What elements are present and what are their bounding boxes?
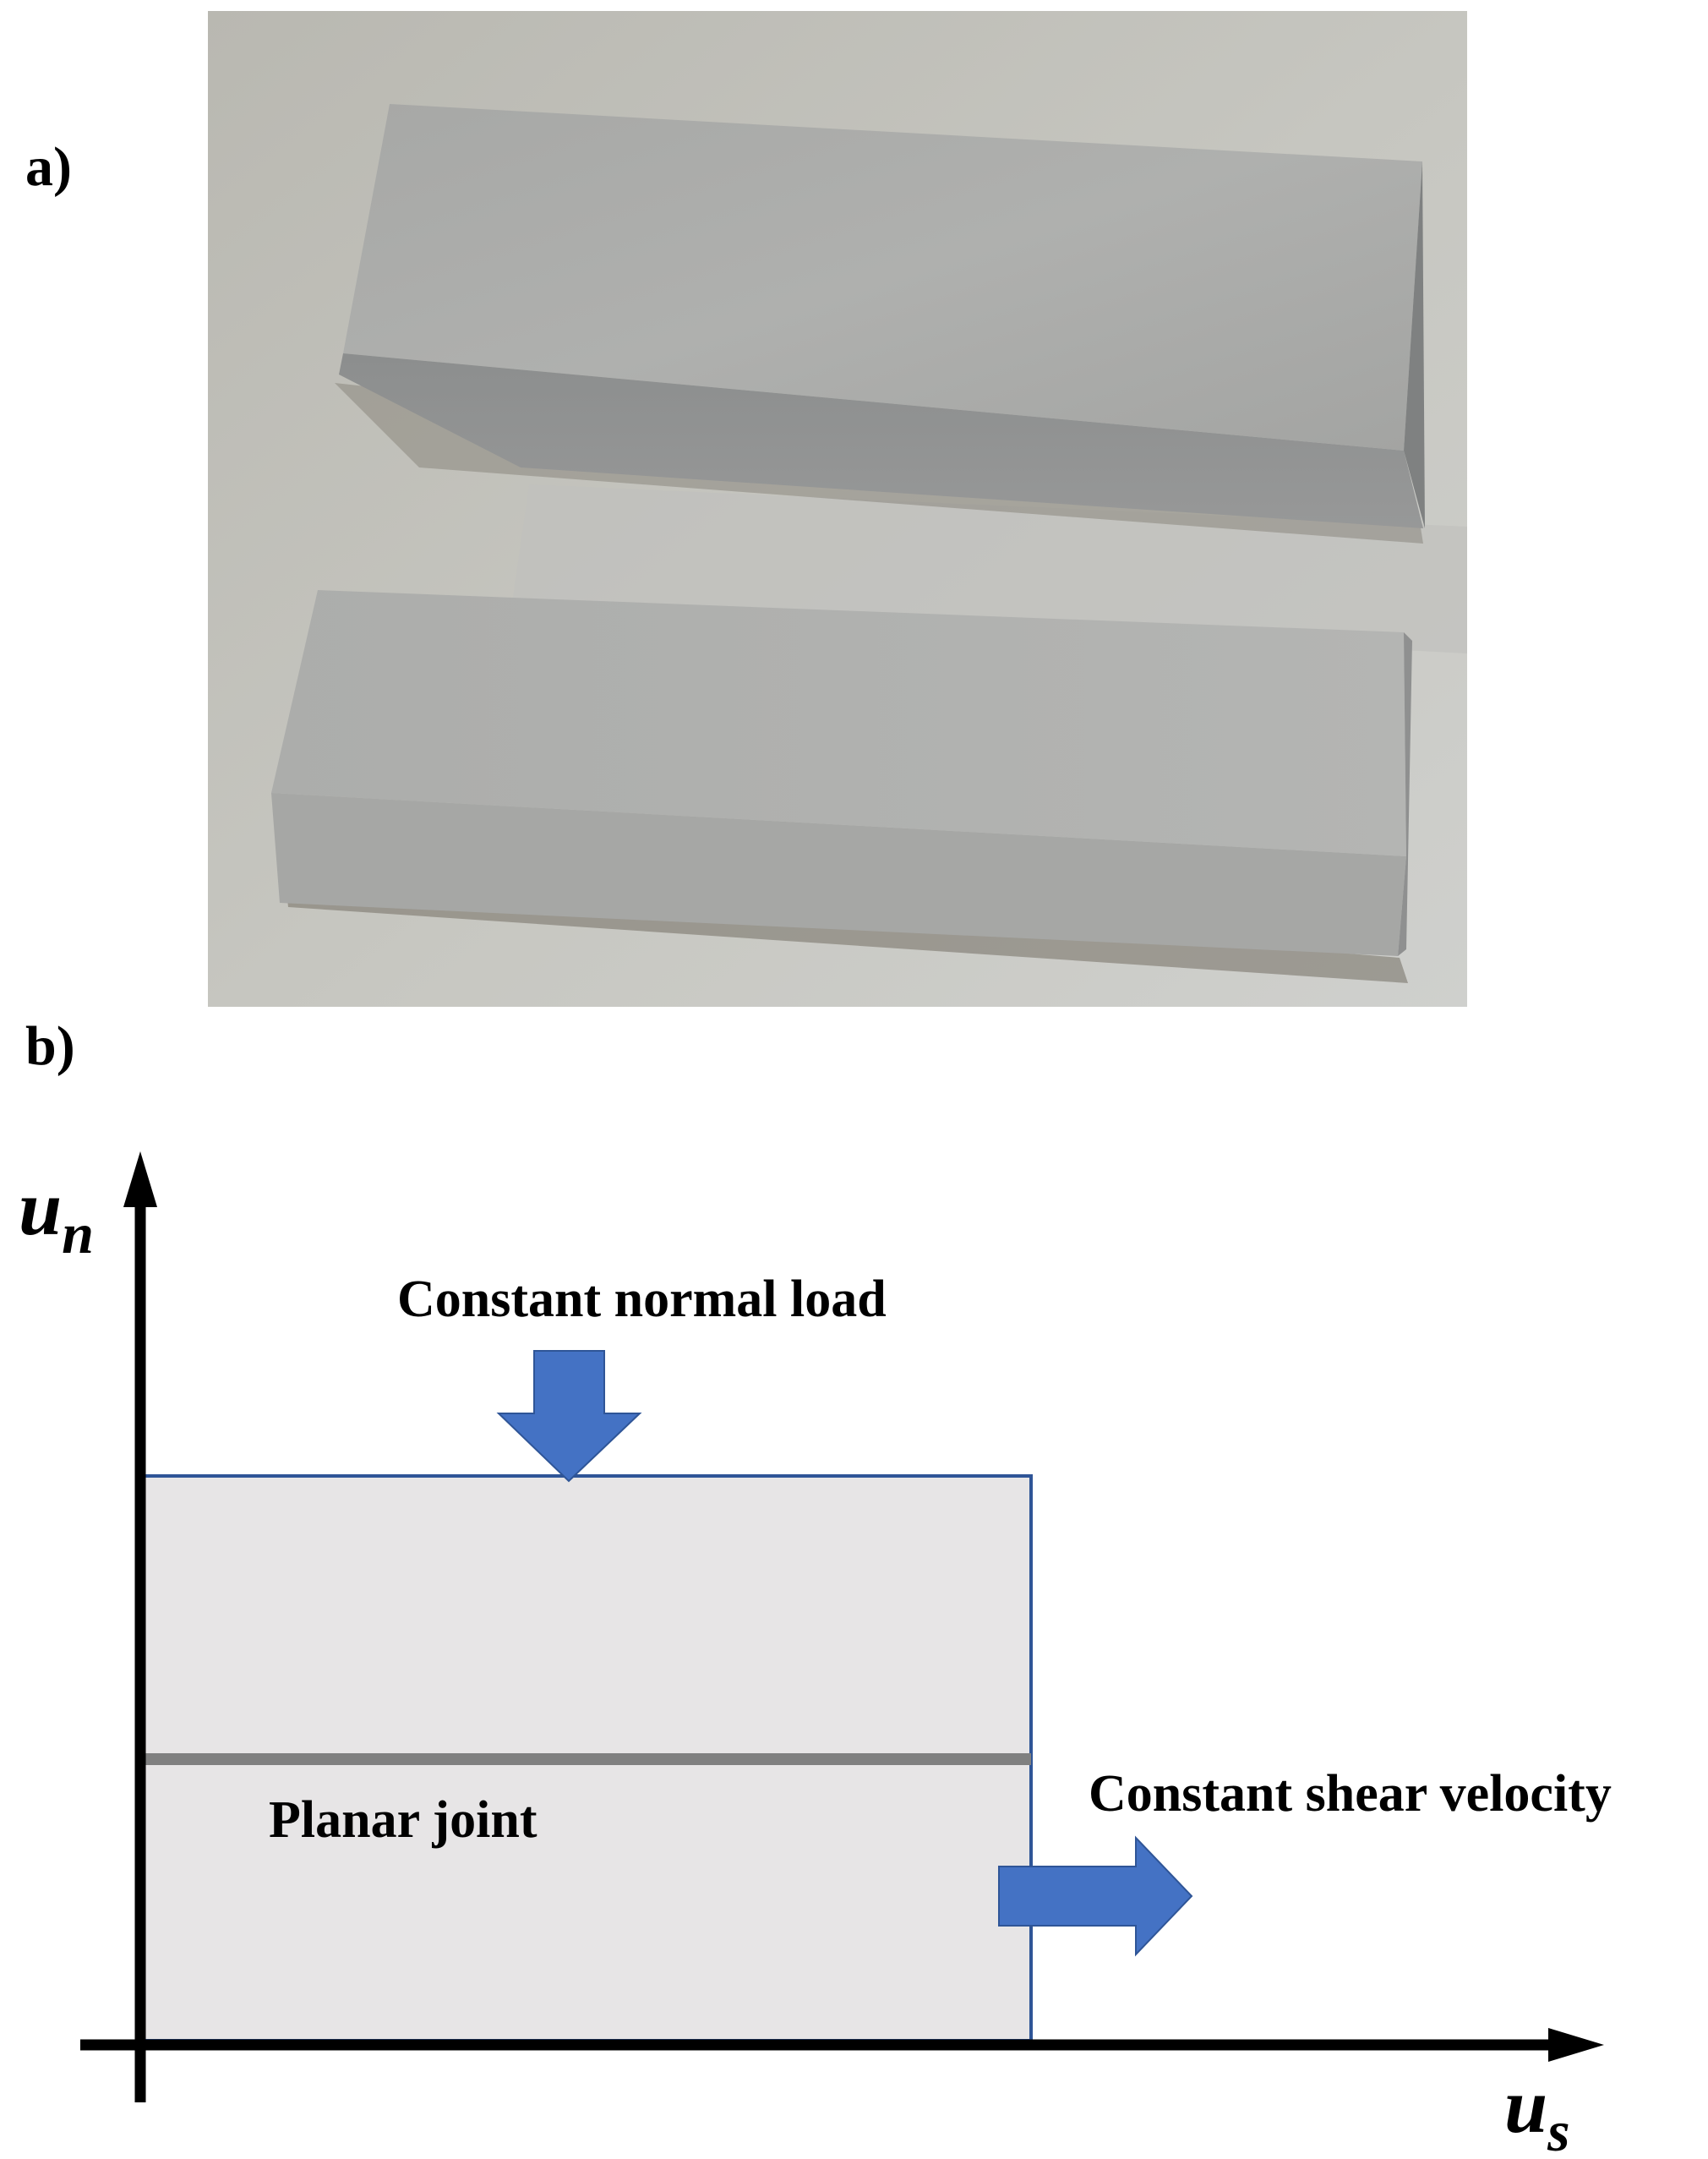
y-axis-symbol: u [19, 1165, 62, 1251]
upper-block-end-face [1404, 161, 1425, 528]
planar-joint-label: Planar joint [269, 1791, 538, 1849]
y-axis-arrowhead [123, 1151, 157, 1207]
upper-block-front-face [339, 353, 1423, 528]
panel-label-a: a) [25, 136, 72, 198]
y-axis-label: un [19, 1165, 94, 1265]
x-axis-symbol: u [1504, 2063, 1547, 2149]
lower-block-top-face [271, 590, 1406, 856]
shear-velocity-arrow [998, 1835, 1193, 1957]
specimen-photo [208, 11, 1467, 1007]
x-axis-arrowhead [1548, 2028, 1604, 2062]
shear-velocity-label: Constant shear velocity [1089, 1765, 1612, 1823]
lower-block-front-face [271, 793, 1406, 956]
x-axis-subscript: s [1547, 2099, 1569, 2159]
lower-block-end-face [1398, 632, 1412, 956]
upper-block-top-face [343, 104, 1422, 451]
y-axis-subscript: n [62, 1201, 94, 1265]
panel-label-b: b) [25, 1015, 75, 1077]
normal-load-arrow [496, 1350, 642, 1483]
normal-load-label: Constant normal load [397, 1271, 887, 1328]
x-axis-label: us [1504, 2063, 1570, 2159]
direct-shear-diagram: un us Constant normal load Constant shea… [19, 1151, 1612, 2159]
